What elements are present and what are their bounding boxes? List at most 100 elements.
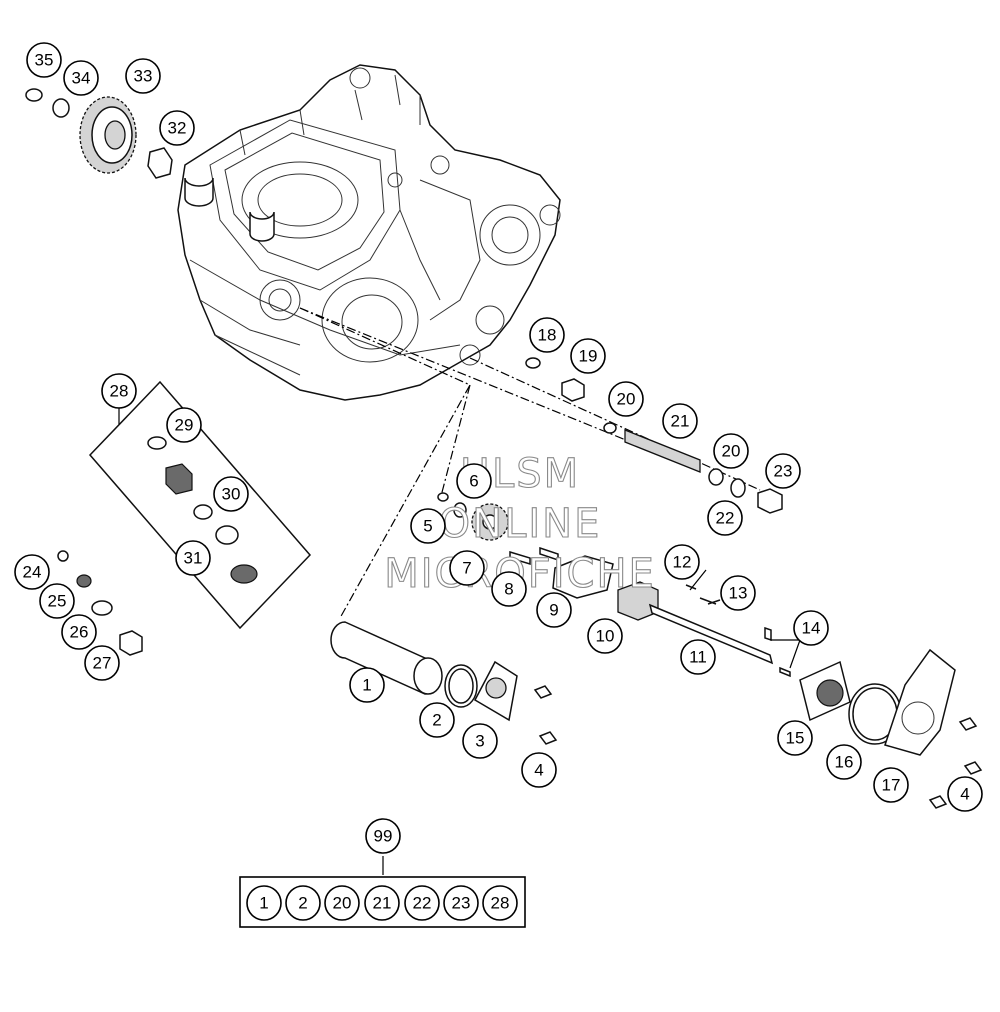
callout-32[interactable]: 32 [159, 110, 195, 146]
callout-9[interactable]: 9 [536, 592, 572, 628]
kit-item-23[interactable]: 23 [443, 885, 479, 921]
callout-19[interactable]: 19 [570, 338, 606, 374]
callout-5[interactable]: 5 [410, 508, 446, 544]
svg-text:99: 99 [374, 827, 393, 846]
callout-35[interactable]: 35 [26, 42, 62, 78]
svg-text:13: 13 [729, 584, 748, 603]
svg-text:21: 21 [671, 412, 690, 431]
callout-20b[interactable]: 20 [713, 433, 749, 469]
callout-7[interactable]: 7 [449, 550, 485, 586]
callout-3[interactable]: 3 [462, 723, 498, 759]
svg-text:22: 22 [413, 894, 432, 913]
svg-text:19: 19 [579, 347, 598, 366]
kit-item-20[interactable]: 20 [324, 885, 360, 921]
callout-17[interactable]: 17 [873, 767, 909, 803]
callout-28[interactable]: 28 [101, 373, 137, 409]
oil-pressure-valve-parts [57, 550, 143, 656]
callout-11[interactable]: 11 [680, 639, 716, 675]
callout-34[interactable]: 34 [63, 60, 99, 96]
svg-text:17: 17 [882, 776, 901, 795]
callout-12[interactable]: 12 [664, 544, 700, 580]
callout-27[interactable]: 27 [84, 645, 120, 681]
callout-8[interactable]: 8 [491, 571, 527, 607]
svg-text:28: 28 [491, 894, 510, 913]
svg-text:23: 23 [452, 894, 471, 913]
callout-21[interactable]: 21 [662, 403, 698, 439]
svg-text:33: 33 [134, 67, 153, 86]
callout-10[interactable]: 10 [587, 618, 623, 654]
svg-text:12: 12 [673, 553, 692, 572]
callout-16[interactable]: 16 [826, 744, 862, 780]
callout-24[interactable]: 24 [14, 554, 50, 590]
svg-text:32: 32 [168, 119, 187, 138]
svg-text:26: 26 [70, 623, 89, 642]
callout-30[interactable]: 30 [213, 476, 249, 512]
oil-filter-parts [330, 621, 558, 745]
svg-text:4: 4 [960, 785, 969, 804]
svg-text:28: 28 [110, 382, 129, 401]
callout-6[interactable]: 6 [456, 463, 492, 499]
kit-box-items: 1 2 20 21 22 23 28 [246, 885, 518, 921]
pressure-relief-parts [525, 357, 783, 514]
kit-item-21[interactable]: 21 [364, 885, 400, 921]
svg-text:8: 8 [504, 580, 513, 599]
pump-housing-parts [764, 626, 983, 809]
svg-text:3: 3 [475, 732, 484, 751]
callout-18[interactable]: 18 [529, 317, 565, 353]
svg-text:4: 4 [534, 761, 543, 780]
crankcase-illustration [177, 64, 561, 401]
kit-item-28[interactable]: 28 [482, 885, 518, 921]
svg-text:1: 1 [362, 676, 371, 695]
svg-text:25: 25 [48, 592, 67, 611]
svg-text:35: 35 [35, 51, 54, 70]
callout-22[interactable]: 22 [707, 500, 743, 536]
callout-13[interactable]: 13 [720, 575, 756, 611]
svg-text:23: 23 [774, 462, 793, 481]
svg-text:6: 6 [469, 472, 478, 491]
svg-text:10: 10 [596, 627, 615, 646]
svg-text:27: 27 [93, 654, 112, 673]
callout-33[interactable]: 33 [125, 58, 161, 94]
svg-text:34: 34 [72, 69, 91, 88]
svg-text:1: 1 [259, 894, 268, 913]
svg-text:7: 7 [462, 559, 471, 578]
svg-text:9: 9 [549, 601, 558, 620]
callout-4b[interactable]: 4 [947, 776, 983, 812]
callout-2[interactable]: 2 [419, 702, 455, 738]
callout-31[interactable]: 31 [175, 540, 211, 576]
callout-15[interactable]: 15 [777, 720, 813, 756]
svg-text:2: 2 [298, 894, 307, 913]
svg-text:2: 2 [432, 711, 441, 730]
svg-text:20: 20 [333, 894, 352, 913]
kit-item-1[interactable]: 1 [246, 885, 282, 921]
leader-lines [382, 569, 801, 875]
balancer-gear-parts [25, 88, 173, 179]
svg-text:30: 30 [222, 485, 241, 504]
callout-29[interactable]: 29 [166, 407, 202, 443]
watermark-line-2: ONLINE [439, 501, 602, 547]
svg-text:11: 11 [689, 648, 707, 667]
svg-text:22: 22 [716, 509, 735, 528]
callout-14[interactable]: 14 [793, 610, 829, 646]
svg-text:24: 24 [23, 563, 42, 582]
oil-pump-parts [437, 492, 774, 665]
svg-text:31: 31 [184, 549, 203, 568]
svg-text:18: 18 [538, 326, 557, 345]
callout-4a[interactable]: 4 [521, 752, 557, 788]
callout-20a[interactable]: 20 [608, 381, 644, 417]
watermark-line-3: MICROFICHE [384, 551, 656, 597]
callout-labels: 1 2 3 4 4 5 6 7 8 9 10 11 12 13 14 15 16… [14, 42, 983, 854]
svg-text:15: 15 [786, 729, 805, 748]
kit-item-2[interactable]: 2 [285, 885, 321, 921]
callout-25[interactable]: 25 [39, 583, 75, 619]
callout-1[interactable]: 1 [349, 667, 385, 703]
svg-text:16: 16 [835, 753, 854, 772]
svg-text:21: 21 [373, 894, 392, 913]
svg-text:20: 20 [722, 442, 741, 461]
callout-99[interactable]: 99 [365, 818, 401, 854]
callout-23[interactable]: 23 [765, 453, 801, 489]
callout-26[interactable]: 26 [61, 614, 97, 650]
kit-item-22[interactable]: 22 [404, 885, 440, 921]
svg-text:14: 14 [802, 619, 821, 638]
